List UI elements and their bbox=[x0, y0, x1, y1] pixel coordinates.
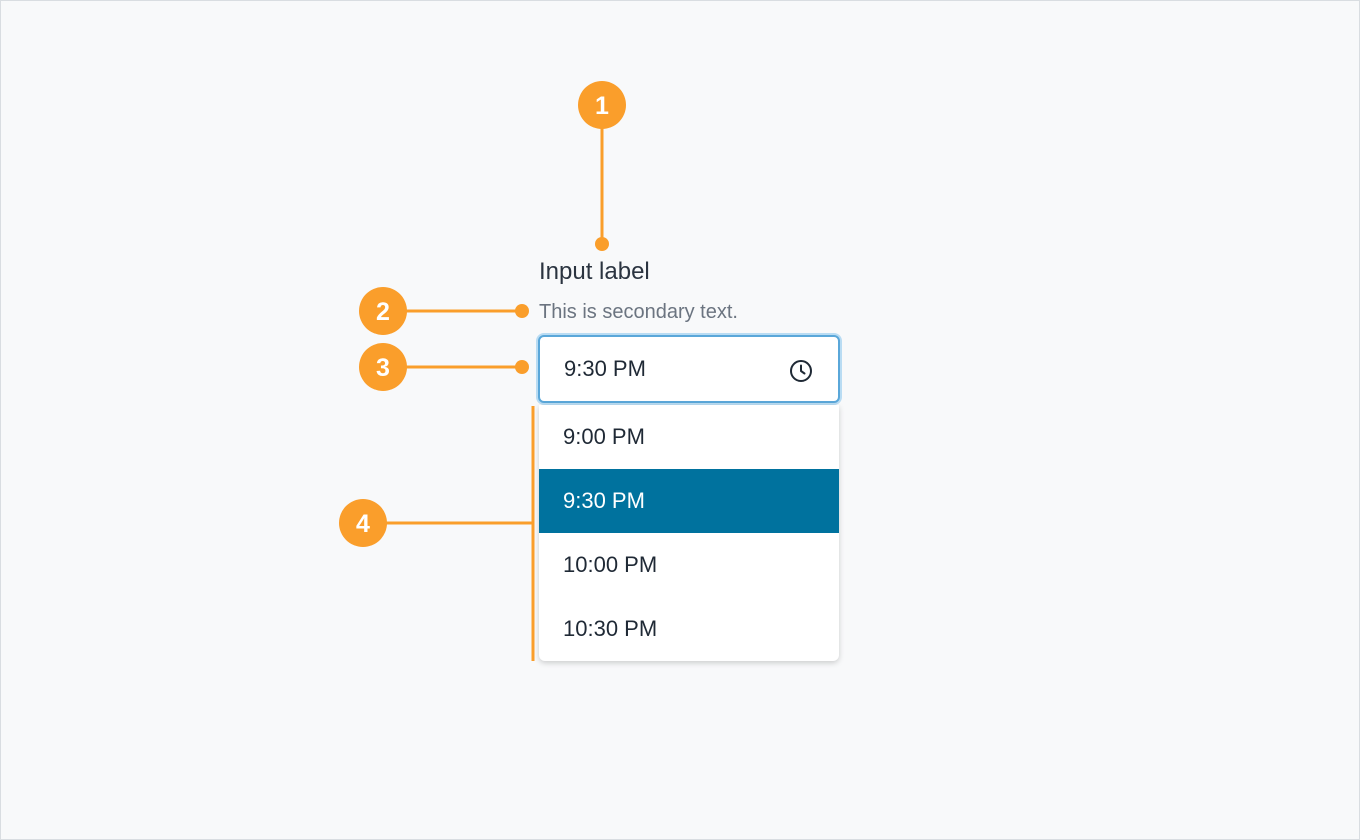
annotation-number: 4 bbox=[356, 510, 370, 538]
annotation-marker-3: 3 bbox=[359, 343, 529, 391]
annotation-marker-1: 1 bbox=[578, 81, 626, 251]
secondary-text: This is secondary text. bbox=[539, 301, 738, 323]
annotation-marker-2: 2 bbox=[359, 287, 529, 335]
time-option[interactable]: 9:00 PM bbox=[563, 424, 645, 449]
input-label: Input label bbox=[539, 258, 650, 285]
time-option[interactable]: 10:30 PM bbox=[563, 616, 658, 641]
annotation-number: 2 bbox=[376, 298, 390, 326]
annotation-marker-4: 4 bbox=[339, 406, 535, 661]
annotation-number: 3 bbox=[376, 354, 390, 382]
clock-icon[interactable] bbox=[788, 358, 814, 384]
time-option[interactable]: 10:00 PM bbox=[563, 552, 658, 577]
time-input-value: 9:30 PM bbox=[564, 356, 646, 381]
time-option-selected[interactable]: 9:30 PM bbox=[539, 469, 839, 533]
annotation-number: 1 bbox=[595, 92, 609, 120]
time-dropdown: 9:00 PM 9:30 PM 10:00 PM 10:30 PM bbox=[539, 405, 839, 661]
time-input[interactable]: 9:30 PM bbox=[538, 335, 840, 403]
